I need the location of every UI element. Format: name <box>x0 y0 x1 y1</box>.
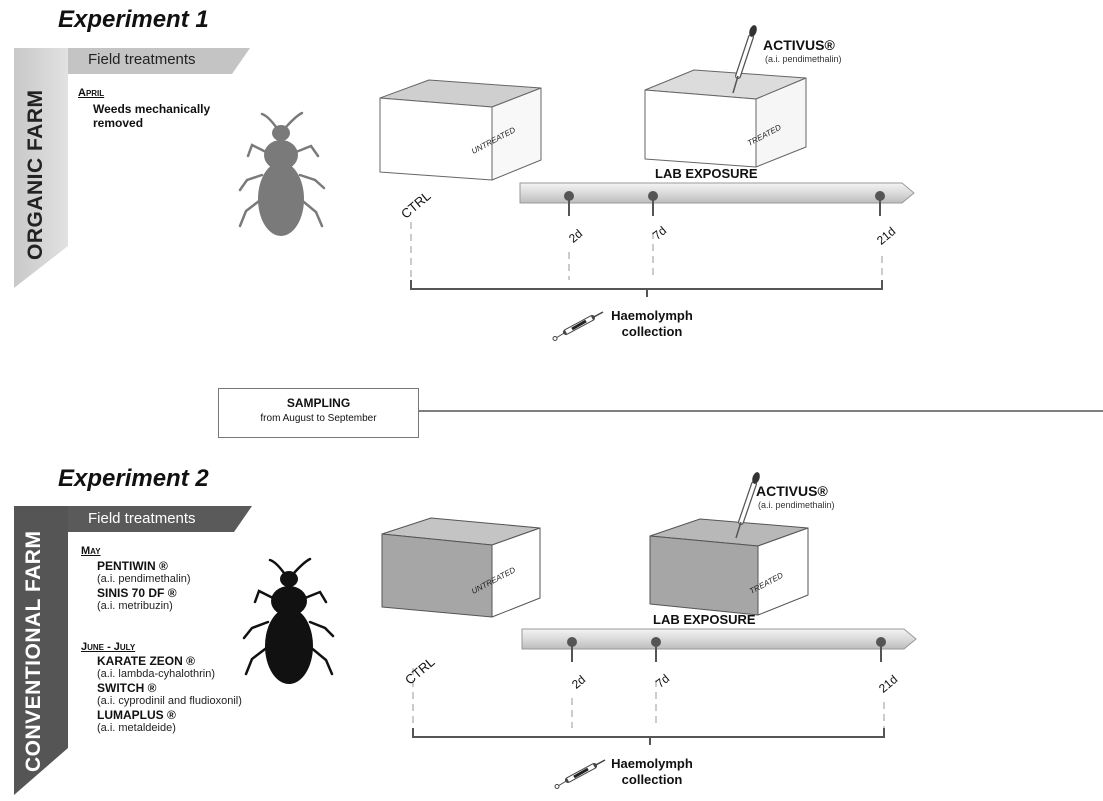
exp1-lab-exposure-label: LAB EXPOSURE <box>655 166 758 181</box>
exp2-activus-label: ACTIVUS® <box>756 483 828 499</box>
exp2-product-ai: (a.i. metribuzin) <box>97 600 173 612</box>
exp1-haemolymph-label: Haemolymph collection <box>602 308 702 340</box>
exp2-title: Experiment 2 <box>58 465 209 492</box>
exp2-product-ai: (a.i. metaldeide) <box>97 722 176 734</box>
exp2-syringe-icon <box>554 759 606 789</box>
exp1-collection-bracket <box>410 280 883 297</box>
exp2-product-name: SWITCH ® <box>97 681 157 695</box>
exp1-treated-box <box>644 69 807 168</box>
exp2-lab-exposure-label: LAB EXPOSURE <box>653 612 756 627</box>
exp1-lab-exposure-arrow <box>519 182 915 204</box>
exp1-untreated-box <box>379 79 542 181</box>
exp1-treatment-text: Weeds mechanically removed <box>93 102 210 130</box>
exp2-product-name: SINIS 70 DF ® <box>97 586 177 600</box>
exp1-pipette-icon <box>732 25 757 94</box>
sampling-box: SAMPLING from August to September <box>218 388 419 438</box>
exp2-may-products: PENTIWIN ® (a.i. pendimethalin) SINIS 70… <box>97 559 191 613</box>
exp1-syringe-icon <box>552 311 604 341</box>
exp2-haemolymph-line: Haemolymph <box>611 756 693 771</box>
exp2-treated-box <box>649 518 809 616</box>
exp1-timepoint-markers <box>564 191 885 216</box>
exp2-lab-exposure-arrow <box>521 628 917 650</box>
exp2-farm-label: CONVENTIONAL FARM <box>22 530 45 772</box>
exp1-treatment-line: Weeds mechanically <box>93 102 211 116</box>
exp2-timepoint-markers <box>567 637 886 662</box>
exp2-product-name: KARATE ZEON ® <box>97 654 195 668</box>
exp1-treatment-line: removed <box>93 116 144 130</box>
exp2-period-may: May <box>81 545 101 557</box>
exp1-period-label: April <box>78 87 105 99</box>
exp1-beetle-icon <box>238 111 326 236</box>
exp2-beetle-icon <box>242 557 335 684</box>
exp2-haemolymph-label: Haemolymph collection <box>602 756 702 788</box>
sampling-title: SAMPLING <box>286 396 351 410</box>
exp1-haemolymph-line: Haemolymph <box>611 308 693 323</box>
exp2-field-treatments-title: Field treatments <box>88 510 196 527</box>
exp2-haemolymph-line: collection <box>621 772 683 787</box>
experiment1-banner <box>14 48 250 288</box>
experiment2-banner <box>14 506 252 795</box>
exp1-field-treatments-banner <box>68 48 250 74</box>
exp2-period-june-july: June - July <box>81 641 136 653</box>
exp1-activus-label: ACTIVUS® <box>763 37 835 53</box>
exp2-activus-ai: (a.i. pendimethalin) <box>758 500 835 510</box>
exp2-june-july-products: KARATE ZEON ® (a.i. lambda-cyhalothrin) … <box>97 654 242 735</box>
exp1-title: Experiment 1 <box>58 6 209 33</box>
exp2-pipette-icon <box>735 472 760 539</box>
exp2-farm-banner <box>14 506 68 795</box>
exp2-product-name: PENTIWIN ® <box>97 559 168 573</box>
exp2-product-ai: (a.i. cyprodinil and fludioxonil) <box>97 695 242 707</box>
sampling-subtitle: from August to September <box>260 413 377 424</box>
exp2-dashed-guides <box>412 668 885 728</box>
exp1-haemolymph-line: collection <box>621 324 683 339</box>
exp2-untreated-box <box>381 517 541 618</box>
exp1-field-treatments-title: Field treatments <box>88 51 196 68</box>
exp2-product-ai: (a.i. lambda-cyhalothrin) <box>97 668 215 680</box>
exp1-dashed-guides <box>410 222 883 280</box>
exp2-product-ai: (a.i. pendimethalin) <box>97 573 191 585</box>
exp2-product-name: LUMAPLUS ® <box>97 708 176 722</box>
exp1-farm-label: ORGANIC FARM <box>24 89 47 261</box>
exp1-farm-banner <box>14 48 68 288</box>
exp2-collection-bracket <box>412 728 885 745</box>
exp1-activus-ai: (a.i. pendimethalin) <box>765 54 842 64</box>
exp2-field-treatments-banner <box>68 506 252 532</box>
